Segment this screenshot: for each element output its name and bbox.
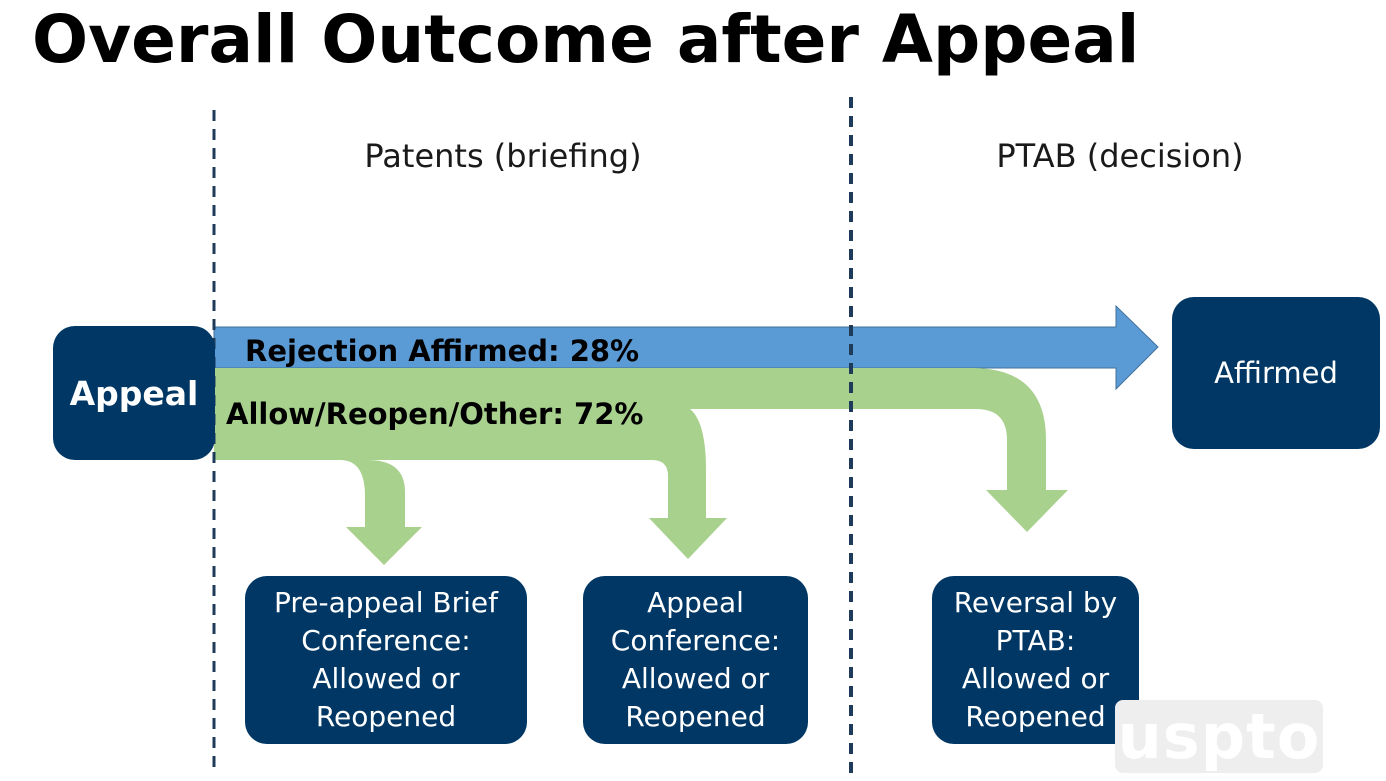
affirmed-label: Affirmed [1214, 356, 1338, 390]
outcome-line: Allowed or [621, 662, 770, 695]
outcome-line: Allowed or [312, 662, 460, 695]
outcome-line: Conference: [610, 624, 781, 657]
page-title: Overall Outcome after Appeal [32, 1, 1140, 78]
reversal-outcome-box: Reversal by PTAB: Allowed or Reopened [932, 576, 1139, 744]
outcome-line: Conference: [301, 624, 471, 657]
outcome-line: Reversal by [953, 586, 1118, 619]
appeal-conference-outcome-box: Appeal Conference: Allowed or Reopened [583, 576, 808, 744]
preappeal-outcome-box: Pre-appeal Brief Conference: Allowed or … [245, 576, 527, 744]
outcome-line: Reopened [625, 700, 766, 733]
uspto-logo: uspto [1115, 700, 1323, 773]
allow-flow-band [214, 368, 1068, 565]
appeal-label: Appeal [69, 373, 199, 413]
outcome-line: PTAB: [995, 624, 1076, 657]
appeal-box: Appeal [53, 326, 215, 460]
affirmed-box: Affirmed [1172, 297, 1380, 449]
phase-label-ptab: PTAB (decision) [996, 137, 1244, 175]
phase-label-patents: Patents (briefing) [364, 137, 642, 175]
rejection-flow-label: Rejection Affirmed: 28% [245, 334, 640, 368]
outcome-line: Allowed or [961, 662, 1110, 695]
outcome-line: Appeal [647, 586, 744, 619]
outcome-line: Reopened [315, 700, 457, 733]
allow-flow-label: Allow/Reopen/Other: 72% [226, 397, 644, 431]
outcome-line: Reopened [965, 700, 1106, 733]
outcome-line: Pre-appeal Brief [274, 586, 498, 619]
